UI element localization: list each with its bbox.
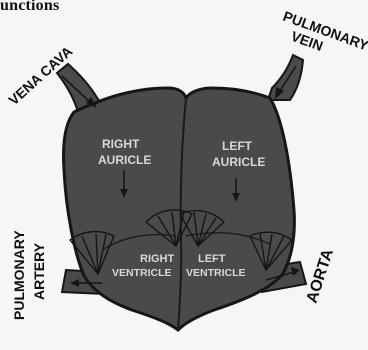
left-ventricle-label-line2: VENTRICLE	[186, 267, 246, 279]
pulmonary-artery-label-line2: ARTERY	[31, 242, 47, 300]
pulmonary-vein-vessel	[268, 55, 303, 100]
right-auricle-label-line2: AURICLE	[98, 153, 151, 167]
pulmonary-artery-label-line1: PULMONARY	[11, 230, 27, 320]
aorta-label: AORTA	[304, 247, 338, 306]
right-ventricle-label-line1: RIGHT	[140, 253, 175, 265]
left-auricle-label-line1: LEFT	[222, 139, 253, 153]
right-ventricle-label-line2: VENTRICLE	[112, 267, 172, 279]
right-auricle-label-line1: RIGHT	[102, 137, 140, 151]
left-ventricle-label-line1: LEFT	[198, 253, 226, 265]
left-auricle-label-line2: AURICLE	[212, 155, 265, 169]
